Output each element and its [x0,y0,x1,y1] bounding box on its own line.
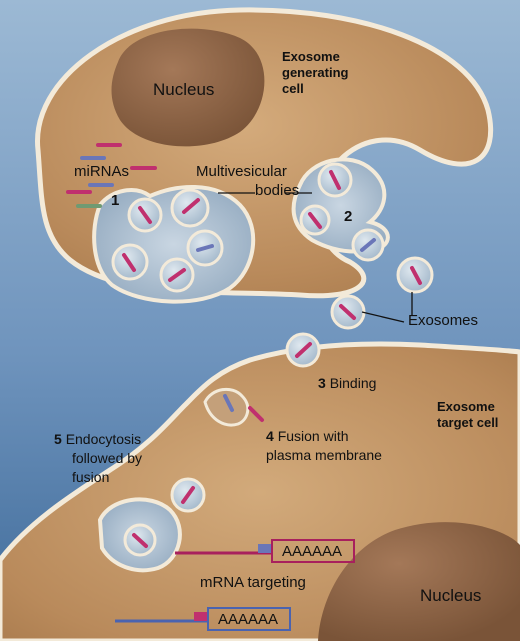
mvb-label-line1: Multivesicular [196,163,287,180]
polya-tail-2: AAAAAA [218,611,279,628]
step-5-label-line3: fusion [72,469,110,485]
nucleus-top-label: Nucleus [153,80,215,99]
step-4-label-line2: plasma membrane [266,447,382,463]
mirnas-in-vesicles [122,170,422,548]
generating-cell-label-line3: cell [282,81,304,96]
free-mirnas [66,143,157,208]
leader-lines [218,192,413,323]
nucleus-bottom-label: Nucleus [420,586,482,605]
target-cell-label-line2: target cell [437,415,499,430]
step-5-text-line1: Endocytosis [65,431,142,447]
step-4-number: 4 [266,428,274,444]
step-4-label-line1: 4 Fusion with [266,428,349,444]
step-2-number: 2 [344,208,353,225]
mirnas-label: miRNAs [74,163,129,180]
step-5-number: 5 [54,431,62,447]
generating-cell-label-line1: Exosome [282,49,340,64]
nucleus-bottom [318,522,520,641]
step-1-number: 1 [111,192,120,209]
step-4-text-line1: Fusion with [277,428,349,444]
step-3-number: 3 [318,375,326,391]
mrna-strand-2 [115,607,291,631]
target-cell-label-line1: Exosome [437,399,495,414]
mrna-strand-1 [175,539,355,563]
nucleus-top [111,28,265,147]
polya-tail-1: AAAAAA [282,543,343,560]
fusion-pocket [203,387,250,427]
mvb-label-line2: bodies [255,182,300,199]
exosomes-label: Exosomes [408,312,479,329]
generating-cell-label-line2: generating [282,65,349,80]
step-5-label-line1: 5 Endocytosis [54,431,141,447]
step-5-label-line2: followed by [72,450,143,466]
step-3-text: Binding [329,375,377,391]
mrna-targeting-label: mRNA targeting [200,574,306,591]
step-3-label: 3 Binding [318,375,376,391]
